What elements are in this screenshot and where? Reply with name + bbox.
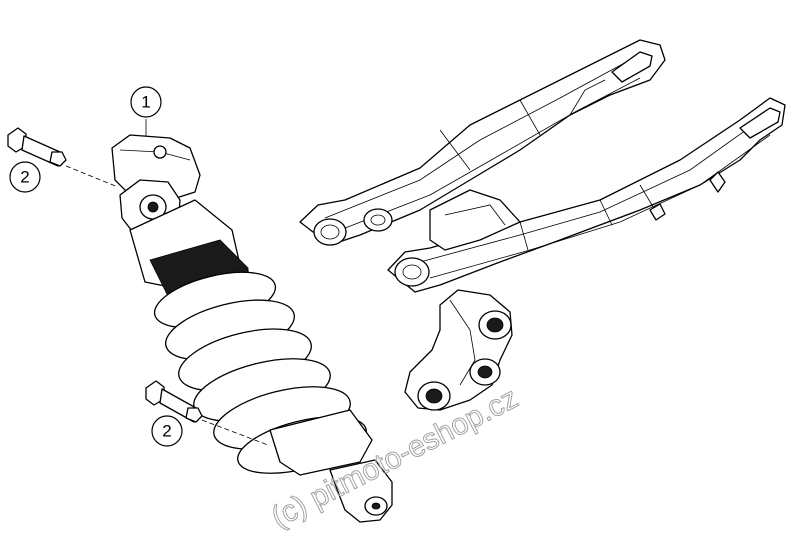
lower-bolt: [145, 380, 269, 446]
upper-bolt: [7, 127, 119, 188]
swingarm: [299, 39, 786, 293]
callout-2-upper: 2: [9, 161, 41, 193]
callout-2-lower: 2: [151, 415, 183, 447]
callout-2-lower-label: 2: [162, 422, 171, 441]
shock-absorber: [111, 134, 393, 523]
callout-1-label: 1: [141, 93, 150, 112]
linkage-lever: [404, 289, 513, 411]
callout-2-upper-label: 2: [20, 168, 29, 187]
callout-1: 1: [130, 86, 162, 136]
